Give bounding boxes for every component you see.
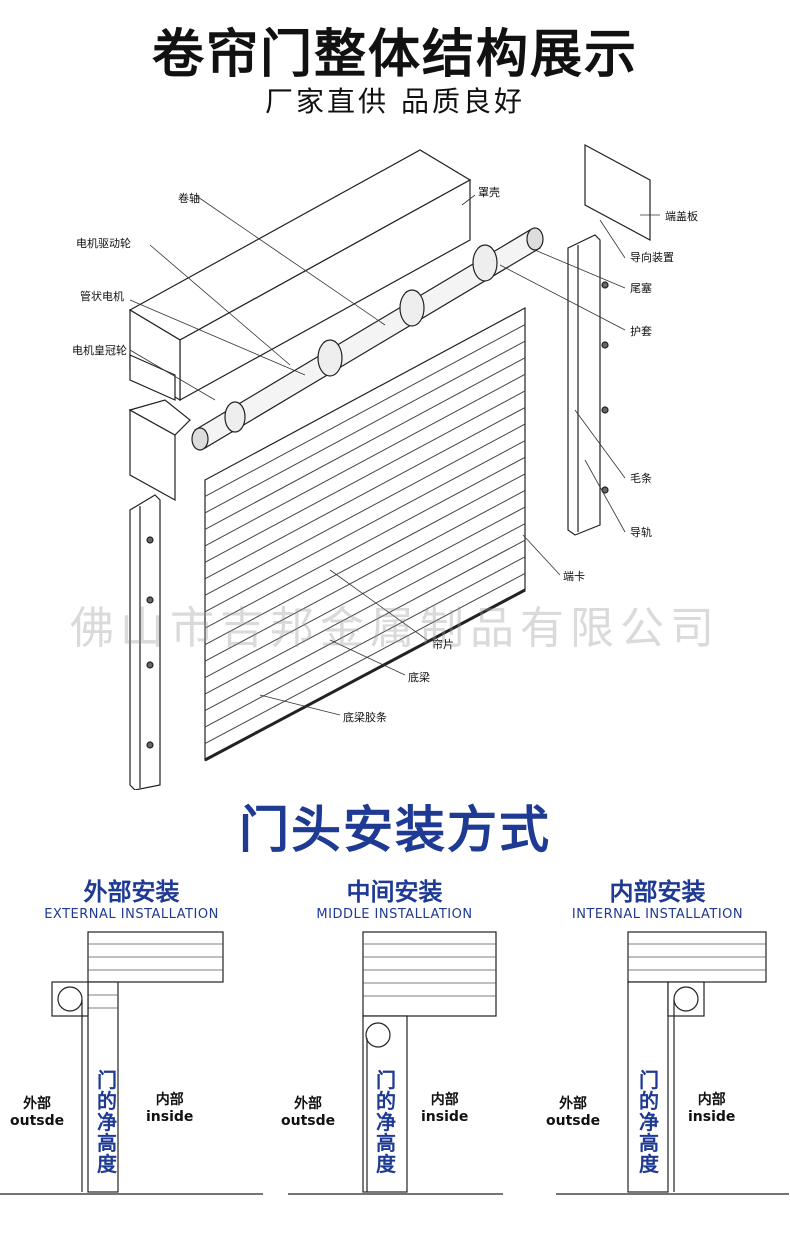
internal-install-drawing <box>556 931 789 1195</box>
install-subtitle: EXTERNAL INSTALLATION <box>44 907 219 922</box>
slat-line <box>204 423 526 596</box>
slat-line <box>204 324 526 497</box>
slat-line <box>204 456 526 629</box>
external-install-drawing <box>0 931 263 1195</box>
slat-line <box>204 373 526 547</box>
label-cover: 罩壳 <box>478 185 500 199</box>
label-guide-rail: 导轨 <box>630 525 652 539</box>
label-slat: 帘片 <box>432 637 454 651</box>
rolling-door-structure-diagram: 卷轴 罩壳 端盖板 导向装置 电机驱动轮 管状电机 电机皇冠轮 尾塞 护套 毛条… <box>72 143 698 790</box>
section-title: 门头安装方式 <box>239 801 551 859</box>
clear-height-text: 门的净高度 <box>376 1068 396 1176</box>
slat-line <box>204 539 526 712</box>
install-subtitle: INTERNAL INSTALLATION <box>571 907 744 922</box>
page-subtitle: 厂家直供 品质良好 <box>265 85 525 118</box>
slat-line <box>204 407 526 580</box>
middle-install-drawing <box>288 931 503 1195</box>
label-bottom-beam: 底梁 <box>408 670 430 684</box>
end-plate-right <box>584 143 651 242</box>
slat-line <box>204 340 526 514</box>
label-motor-drive-wheel: 电机驱动轮 <box>76 236 131 250</box>
page-title: 卷帘门整体结构展示 <box>151 25 638 85</box>
install-title: 外部安装 <box>83 878 180 906</box>
label-motor-crown-wheel: 电机皇冠轮 <box>72 343 127 357</box>
label-guide-device: 导向装置 <box>630 250 674 264</box>
label-tube-motor: 管状电机 <box>80 289 124 303</box>
guide-rail-right <box>567 234 601 536</box>
curtain-slats <box>204 306 526 761</box>
slat-line <box>204 506 526 679</box>
label-end-plate: 端盖板 <box>665 209 698 223</box>
slat-line <box>204 523 526 695</box>
install-subtitle: MIDDLE INSTALLATION <box>316 907 473 922</box>
slat-line <box>204 473 526 646</box>
label-bottom-rubber: 底梁胶条 <box>343 710 387 724</box>
label-end-clip: 端卡 <box>563 570 585 583</box>
slat-line <box>204 440 526 613</box>
label-tail-plug: 尾塞 <box>630 281 652 295</box>
label-shaft: 卷轴 <box>178 191 200 205</box>
clear-height-text: 门的净高度 <box>97 1068 117 1176</box>
slat-line <box>204 556 526 728</box>
install-title: 中间安装 <box>346 878 443 906</box>
install-title: 内部安装 <box>609 878 706 906</box>
slat-line <box>204 572 526 744</box>
guide-rail-left <box>129 494 161 790</box>
slat-line <box>204 390 526 563</box>
clear-height-text: 门的净高度 <box>639 1068 659 1176</box>
label-sleeve: 护套 <box>630 324 652 338</box>
label-brush-strip: 毛条 <box>630 471 652 485</box>
slat-line <box>204 357 526 530</box>
watermark: 佛山市吉邦金属制品有限公司 <box>70 603 720 654</box>
slat-line <box>204 490 526 662</box>
